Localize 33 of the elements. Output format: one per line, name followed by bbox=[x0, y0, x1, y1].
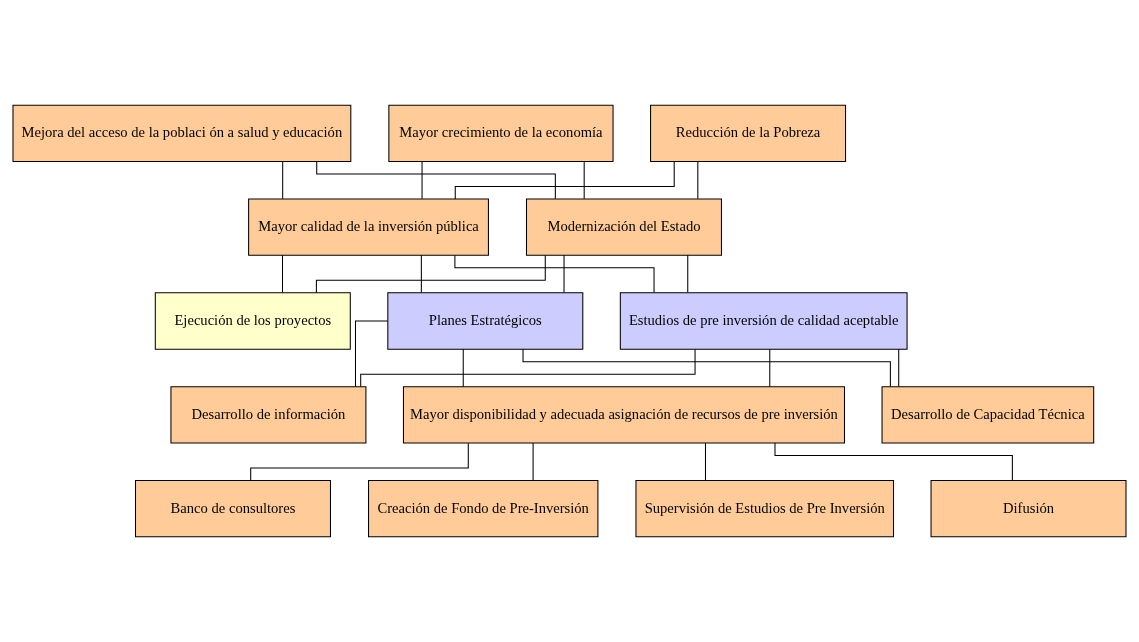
connector bbox=[583, 160, 585, 200]
node-box: Banco de consultores bbox=[135, 480, 331, 538]
connector bbox=[454, 161, 675, 200]
node-box: Modernización del Estado bbox=[525, 198, 722, 256]
node-box: Desarrollo de Capacidad Técnica bbox=[881, 386, 1095, 444]
connector bbox=[563, 254, 565, 294]
node-box: Mayor crecimiento de la economía bbox=[388, 104, 614, 162]
node-box: Desarrollo de información bbox=[170, 386, 367, 444]
node-box: Mayor disponibilidad y adecuada asignación de recursos de pre inversión bbox=[402, 386, 845, 444]
connector bbox=[282, 160, 284, 200]
node-box: Mejora del acceso de la poblaci ón a salud y educación bbox=[12, 104, 352, 162]
connector bbox=[898, 348, 900, 387]
connector bbox=[462, 348, 464, 387]
node-box: Supervisión de Estudios de Pre Inversión bbox=[635, 480, 894, 538]
connector bbox=[532, 442, 534, 481]
connector bbox=[769, 348, 771, 387]
connector bbox=[687, 254, 689, 294]
connector bbox=[360, 348, 696, 388]
node-box: Difusión bbox=[930, 480, 1127, 538]
connector bbox=[454, 254, 655, 294]
connector bbox=[355, 320, 389, 388]
connector bbox=[420, 254, 422, 294]
connector bbox=[697, 160, 699, 200]
connector bbox=[522, 348, 891, 387]
node-box: Creación de Fondo de Pre-Inversión bbox=[368, 480, 599, 538]
node-box: Planes Estratégicos bbox=[387, 292, 584, 350]
node-box: Ejecución de los proyectos bbox=[154, 292, 351, 350]
connector bbox=[704, 442, 706, 481]
node-box: Estudios de pre inversión de calidad aceptable bbox=[619, 292, 908, 350]
node-box: Reducción de la Pobreza bbox=[650, 104, 847, 162]
connector bbox=[282, 254, 284, 294]
node-box: Mayor calidad de la inversión pública bbox=[248, 198, 489, 256]
connector bbox=[421, 160, 423, 200]
